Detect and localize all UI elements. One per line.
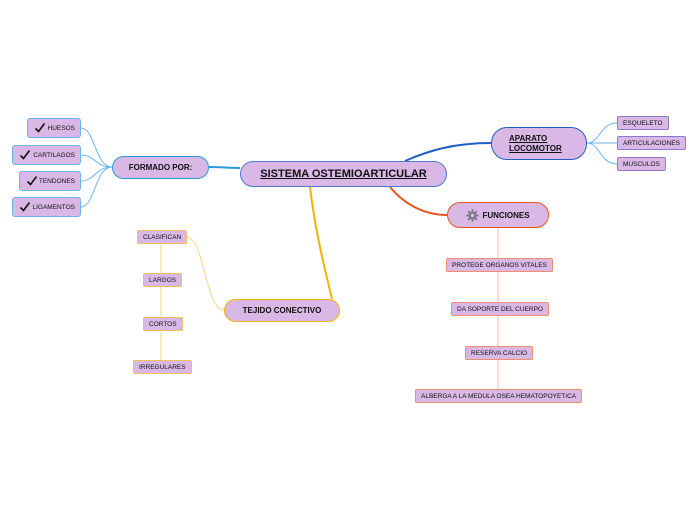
subtopic-label: CLASIFICAN xyxy=(143,233,182,241)
subtopic-esqueleto[interactable]: ESQUELETO xyxy=(617,116,669,130)
subtopic-soporte[interactable]: DA SOPORTE DEL CUERPO xyxy=(451,302,549,316)
link-formado xyxy=(208,166,241,169)
topic-funciones[interactable]: FUNCIONES xyxy=(447,202,549,228)
topic-aparato-locomotor[interactable]: APARATO LOCOMOTOR xyxy=(491,127,587,160)
subtopic-label: ALBERGA A LA MEDULA OSEA HEMATOPOYETICA xyxy=(421,392,577,400)
subtopic-label: LIGAMENTOS xyxy=(32,203,75,211)
subtopic-label: HUESOS xyxy=(47,124,75,132)
formado-title: FORMADO POR: xyxy=(128,163,193,172)
subtopic-label: CARTILAGOS xyxy=(33,151,75,159)
subtopic-label: DA SOPORTE DEL CUERPO xyxy=(457,305,543,313)
link-aparato xyxy=(404,142,492,162)
subtopic-irregulares[interactable]: IRREGULARES xyxy=(133,360,192,374)
subtopic-label: MUSCULOS xyxy=(623,160,660,168)
topic-formado-por[interactable]: FORMADO POR: xyxy=(112,156,209,179)
aparato-line1: APARATO xyxy=(509,133,548,143)
subtopic-musculos[interactable]: MUSCULOS xyxy=(617,157,666,171)
link-funciones xyxy=(389,186,448,216)
subtopic-label: CORTOS xyxy=(149,320,177,328)
subtopic-largos[interactable]: LARGOS xyxy=(143,273,183,287)
checkmark-icon xyxy=(19,150,31,160)
gear-icon xyxy=(466,208,480,222)
subtopic-label: ARTICULACIONES xyxy=(623,139,680,147)
subtopic-huesos[interactable]: HUESOS xyxy=(27,118,81,138)
subtopic-ligamentos[interactable]: LIGAMENTOS xyxy=(12,197,81,217)
checkmark-icon xyxy=(34,123,46,133)
subtopic-tendones[interactable]: TENDONES xyxy=(19,171,81,191)
subtopic-reserva-calcio[interactable]: RESERVA CALCIO xyxy=(465,346,534,360)
subtopic-label: PROTEGE ORGANOS VITALES xyxy=(452,261,547,269)
subtopic-protege-organos[interactable]: PROTEGE ORGANOS VITALES xyxy=(446,258,553,272)
central-topic[interactable]: SISTEMA OSTEMIOARTICULAR xyxy=(240,161,447,187)
subtopic-label: ESQUELETO xyxy=(623,119,663,127)
subtopic-label: TENDONES xyxy=(38,177,75,185)
subtopic-label: IRREGULARES xyxy=(139,363,186,371)
subtopic-label: RESERVA CALCIO xyxy=(471,349,528,357)
funciones-title: FUNCIONES xyxy=(482,210,530,220)
tejido-title: TEJIDO CONECTIVO xyxy=(242,306,322,315)
subtopic-label: LARGOS xyxy=(149,276,177,284)
link-tejido xyxy=(309,186,333,300)
subtopic-cortos[interactable]: CORTOS xyxy=(143,317,183,331)
checkmark-icon xyxy=(26,176,38,186)
subtopic-clasifican[interactable]: CLASIFICAN xyxy=(137,230,188,244)
subtopic-articulaciones[interactable]: ARTICULACIONES xyxy=(617,136,686,150)
checkmark-icon xyxy=(19,202,31,212)
central-title: SISTEMA OSTEMIOARTICULAR xyxy=(260,168,427,180)
subtopic-cartilagos[interactable]: CARTILAGOS xyxy=(12,145,81,165)
aparato-line2: LOCOMOTOR xyxy=(509,143,562,153)
subtopic-medula-osea[interactable]: ALBERGA A LA MEDULA OSEA HEMATOPOYETICA xyxy=(415,389,583,403)
topic-tejido-conectivo[interactable]: TEJIDO CONECTIVO xyxy=(224,299,340,322)
